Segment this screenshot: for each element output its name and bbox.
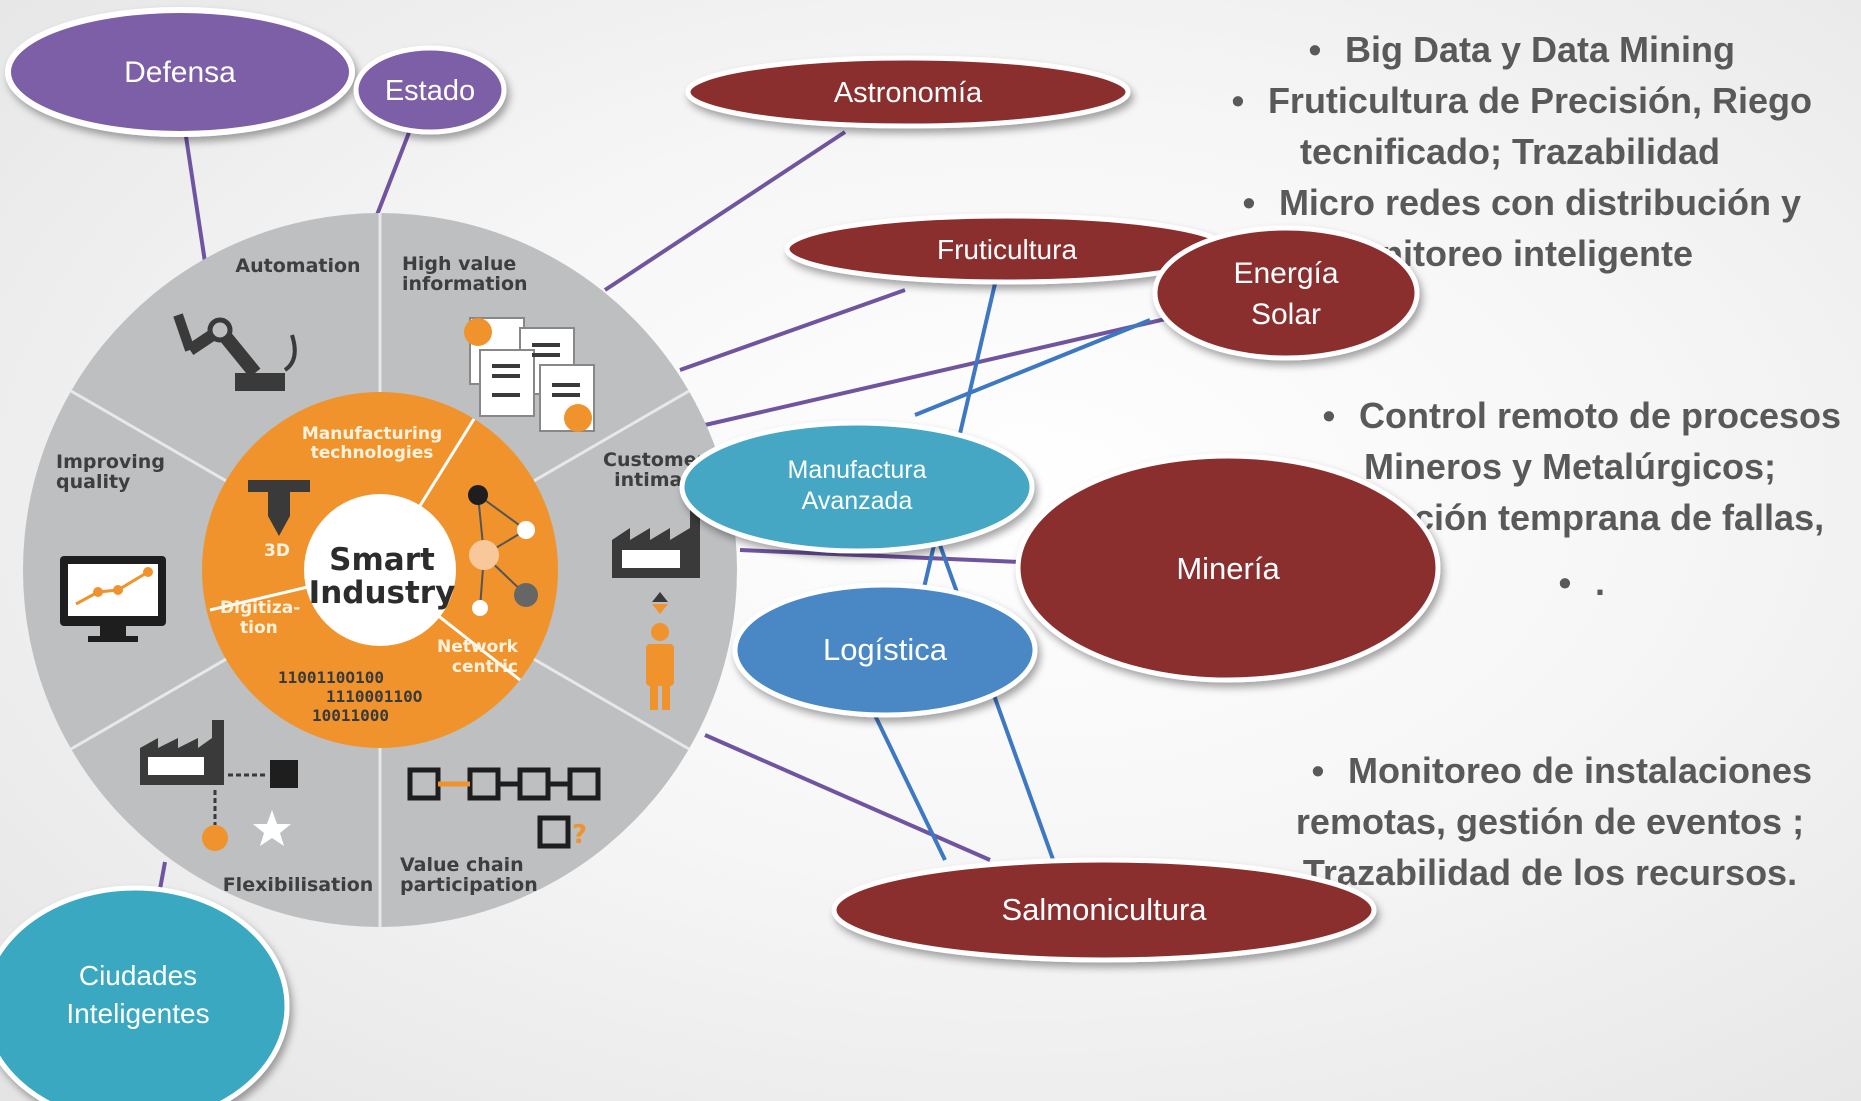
- network-nodes-icon: [468, 485, 538, 616]
- label-manufacturing-2: technologies: [311, 443, 434, 463]
- bullet-item: •Big Data y Data Mining: [1308, 29, 1736, 70]
- purple-connectors: [156, 129, 1171, 901]
- bullet-item: •Micro redes con distribución y: [1242, 182, 1802, 223]
- center-title-1: Smart: [329, 542, 435, 578]
- connector-astronomia: [603, 130, 847, 292]
- connector-defensa: [183, 129, 207, 263]
- bullet-item-cont: Mineros y Metalúrgicos;: [1363, 446, 1777, 487]
- connector-energia: [704, 316, 1171, 427]
- label-binary-3: 10011000: [312, 706, 389, 725]
- node-fruticultura-label: Fruticultura: [937, 234, 1077, 265]
- connector-estado: [373, 129, 412, 221]
- node-manufactura-label-1: Manufactura: [788, 456, 927, 484]
- label-binary-2: 111000110O: [326, 687, 422, 706]
- node-astronomia[interactable]: Astronomía: [685, 55, 1131, 129]
- node-astronomia-label: Astronomía: [834, 77, 983, 109]
- wheel-center: [304, 494, 456, 646]
- chain-icon: [407, 767, 601, 849]
- label-flexibilisation: Flexibilisation: [223, 874, 374, 896]
- connector-mineria: [739, 548, 1021, 564]
- node-manufactura-avanzada[interactable]: Manufactura Avanzada: [679, 420, 1035, 554]
- node-logistica-label: Logística: [823, 632, 948, 667]
- bullet-item-cont: tecnificado; Trazabilidad: [1299, 131, 1721, 172]
- node-energia-label-2: Solar: [1251, 298, 1321, 331]
- documents-icon: [464, 317, 595, 432]
- question-mark-icon: ?: [572, 820, 587, 850]
- node-energia-label-1: Energía: [1233, 257, 1338, 290]
- bullet-item: •.: [1558, 562, 1605, 603]
- connector-fruticultura: [679, 288, 906, 372]
- node-estado-label: Estado: [385, 75, 475, 107]
- bullet-item: •Fruticultura de Precisión, Riego: [1231, 80, 1813, 121]
- label-digitization-1: Digitiza-: [220, 598, 300, 618]
- label-improving-1: Improving: [56, 451, 165, 473]
- label-automation: Automation: [235, 255, 360, 277]
- factory-person-icon: [612, 510, 700, 710]
- node-energia-solar[interactable]: Energía Solar: [1152, 225, 1420, 361]
- label-customer-1: Customer: [603, 449, 707, 471]
- monitor-chart-icon: [60, 556, 166, 642]
- node-ciudades-inteligentes[interactable]: Ciudades Inteligentes: [0, 885, 290, 1101]
- node-defensa-label: Defensa: [124, 56, 236, 89]
- bullet-item-cont: Trazabilidad de los recursos.: [1302, 852, 1798, 893]
- center-title-2: Industry: [309, 575, 456, 611]
- node-manufactura-label-2: Avanzada: [802, 487, 913, 515]
- label-digitization-2: tion: [240, 618, 278, 638]
- node-ciudades-label-2: Inteligentes: [66, 998, 209, 1029]
- node-mineria[interactable]: Minería: [1015, 453, 1441, 683]
- node-defensa[interactable]: Defensa: [5, 7, 355, 137]
- bullet-item: •Monitoreo de instalaciones: [1311, 750, 1813, 791]
- label-3d: 3D: [264, 541, 290, 561]
- label-binary-1: 1100110O100: [278, 668, 384, 687]
- label-high-value-1: High value: [402, 253, 516, 275]
- bullet-block-3: •Monitoreo de instalaciones remotas, ges…: [1250, 745, 1850, 898]
- node-salmonicultura-label: Salmonicultura: [1001, 892, 1207, 927]
- connector-salmonicultura: [704, 733, 991, 862]
- node-ciudades-label-1: Ciudades: [79, 960, 197, 991]
- label-improving-2: quality: [56, 471, 131, 493]
- bullet-item: •Control remoto de procesos: [1322, 395, 1842, 436]
- smart-industry-wheel: Automation High value information Custom…: [23, 213, 737, 927]
- node-mineria-label: Minería: [1176, 551, 1280, 586]
- connector-logistica-salmonicultura: [868, 704, 947, 861]
- label-network-2: centric: [452, 657, 518, 677]
- 3d-printer-icon: [248, 480, 310, 536]
- node-logistica[interactable]: Logística: [732, 582, 1038, 718]
- label-high-value-2: information: [402, 273, 528, 295]
- robot-arm-icon: [173, 313, 297, 391]
- node-estado[interactable]: Estado: [353, 45, 507, 135]
- label-network-1: Network: [437, 637, 519, 657]
- label-value-chain-1: Value chain: [400, 854, 524, 876]
- label-manufacturing-1: Manufacturing: [302, 424, 442, 444]
- node-salmonicultura[interactable]: Salmonicultura: [831, 857, 1377, 963]
- factory-network-icon: [140, 720, 298, 851]
- bullet-item-cont: remotas, gestión de eventos ;: [1295, 801, 1805, 842]
- bullet-block-2: •Control remoto de procesos Mineros y Me…: [1290, 390, 1850, 608]
- connector-energia-manufactura: [914, 318, 1151, 417]
- label-value-chain-2: participation: [400, 874, 538, 896]
